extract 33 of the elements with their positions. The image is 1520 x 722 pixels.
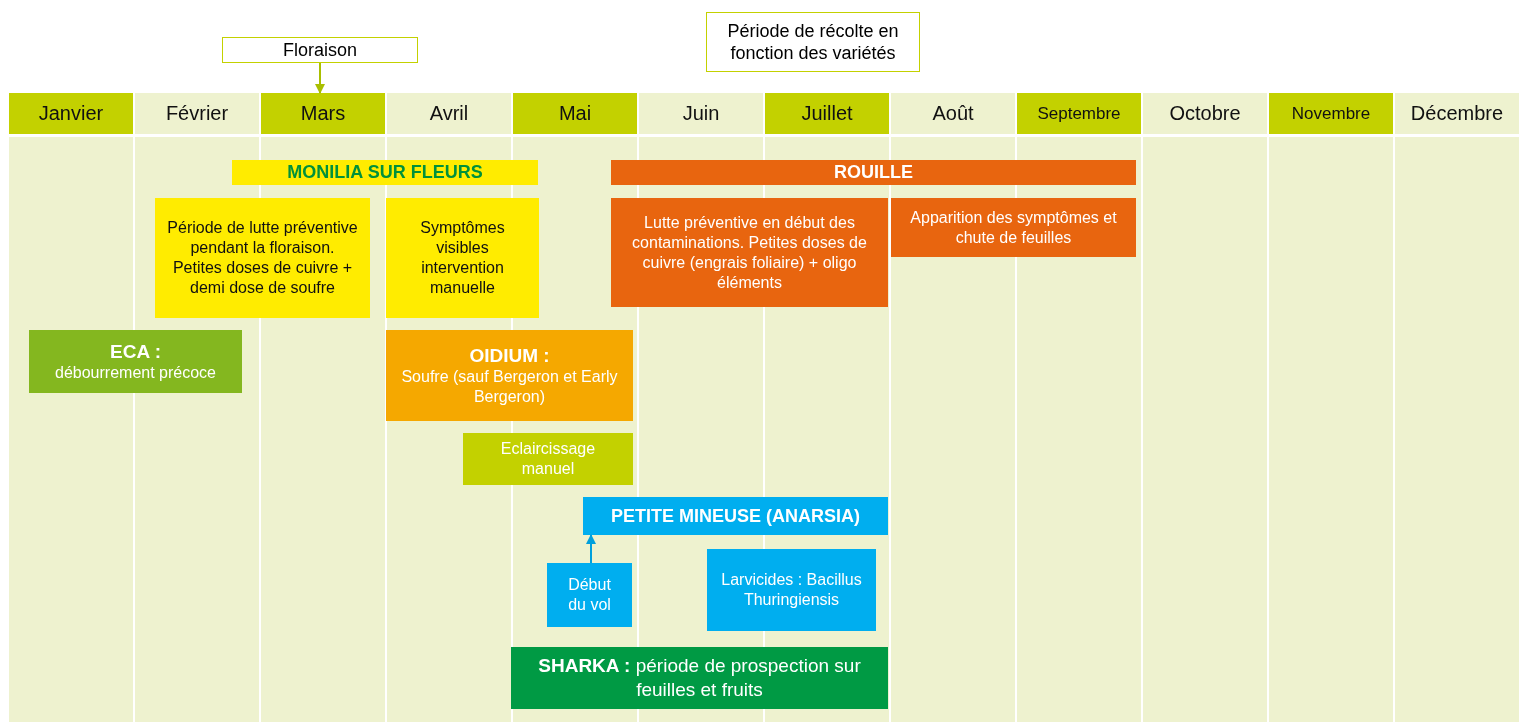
disease-box (29, 330, 242, 393)
month-header: Novembre (1269, 93, 1393, 134)
month-header: Janvier (9, 93, 133, 134)
month-header: Juillet (765, 93, 889, 134)
month-header: Juin (639, 93, 763, 134)
disease-box (386, 330, 633, 421)
box-heading: ECA : (110, 339, 161, 364)
arrow (586, 534, 596, 564)
event-box: Début du vol (547, 563, 632, 627)
month-header: Décembre (1395, 93, 1519, 134)
month-header: Mai (513, 93, 637, 134)
month-header: Août (891, 93, 1015, 134)
month-header: Février (135, 93, 259, 134)
note-box: Période de récolte en fonction des variétés (706, 12, 920, 72)
box-heading: OIDIUM : (469, 343, 550, 368)
treatment-box: Larvicides : Bacillus Thuringiensis (707, 549, 876, 631)
milestone-label: Floraison (222, 37, 418, 63)
box-text: Soufre (sauf Bergeron et Early Bergeron) (400, 367, 619, 408)
month-header: Octobre (1143, 93, 1267, 134)
month-header: Septembre (1017, 93, 1141, 134)
month-header: Avril (387, 93, 511, 134)
task-box: Eclaircissage manuel (463, 433, 633, 485)
box-text: débourrement précoce (55, 363, 216, 384)
disease-bar: ROUILLE (611, 160, 1136, 185)
arrow (315, 62, 325, 94)
month-header: Mars (261, 93, 385, 134)
symptom-box: Apparition des symptômes et chute de feuilles (891, 198, 1136, 257)
treatment-box: Période de lutte préventive pendant la floraison. Petites doses de cuivre + demi dose de soufre (155, 198, 370, 318)
disease-box: SHARKA : période de prospection sur feuilles et fruits (511, 647, 888, 709)
treatment-box: Symptômes visibles intervention manuelle (386, 198, 539, 318)
treatment-box: Lutte préventive en début des contaminations. Petites doses de cuivre (engrais foliaire) + oligo éléments (611, 198, 888, 307)
pest-bar: PETITE MINEUSE (ANARSIA) (583, 497, 888, 535)
disease-bar: MONILIA SUR FLEURS (232, 160, 538, 185)
